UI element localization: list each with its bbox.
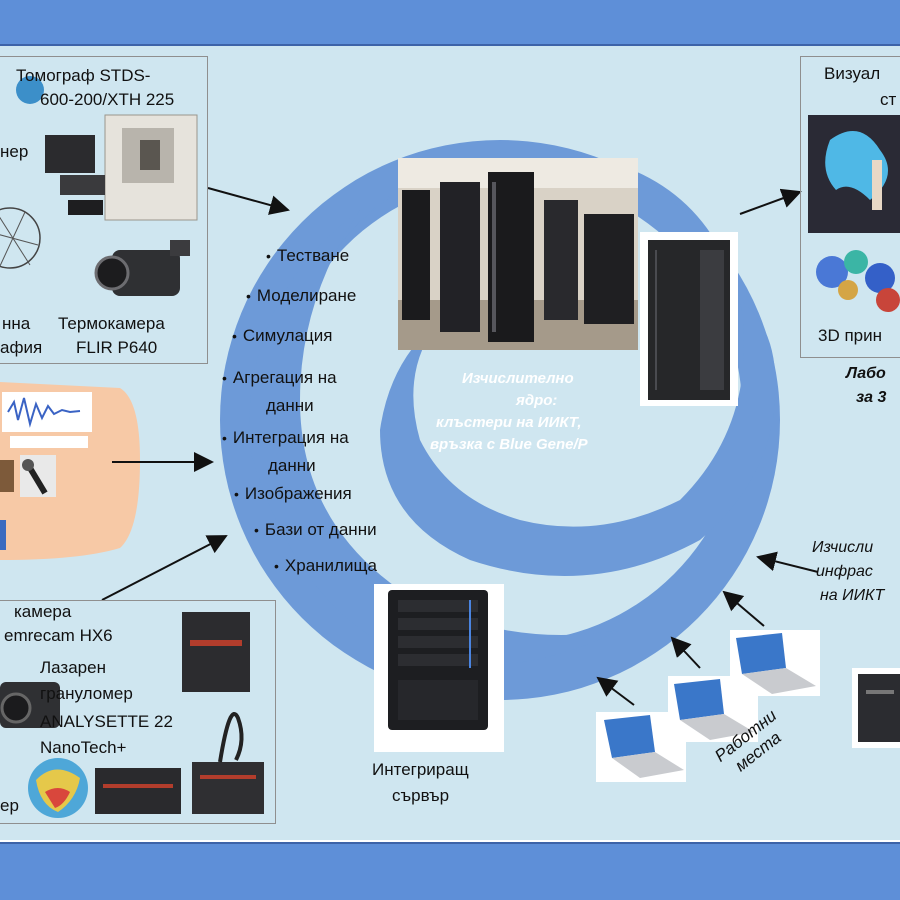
process-integration: Интеграция на <box>222 428 349 448</box>
integrating-server-label-line1: Интегриращ <box>372 760 469 779</box>
infrastructure-label-line2: инфрас <box>816 563 873 580</box>
granulometer-label-line3: ANALYSETTE 22 <box>40 712 173 731</box>
input-sources <box>0 392 92 550</box>
process-simulation: Симулация <box>232 326 333 346</box>
granulometer-label-line1: Лазарен <box>40 658 106 677</box>
camera-label-line2: emrecam HX6 <box>4 626 113 645</box>
flow-arrows <box>101 187 819 706</box>
granulometer-panel <box>0 600 276 824</box>
thermocamera-device <box>94 240 190 296</box>
meter-label: ер <box>0 796 19 815</box>
tomograph-panel <box>0 56 208 364</box>
granulometer-label-line4: NanoTech+ <box>40 738 127 757</box>
visualization-label-line1: Визуал <box>824 64 881 83</box>
tomograph-label-line2: 600-200/XTH 225 <box>40 90 175 109</box>
compute-core-line2: ядро: <box>516 392 558 409</box>
process-testing: Тестване <box>266 246 349 266</box>
process-storage: Хранилища <box>274 556 377 576</box>
process-aggregation: Агрегация на <box>222 368 337 388</box>
process-integration-cont: данни <box>268 456 316 475</box>
printer-3d-label: 3D прин <box>818 326 882 345</box>
scanner-label: нер <box>0 142 29 161</box>
cluster-rack <box>640 232 738 406</box>
lab-label-line1: Лабо <box>846 365 886 382</box>
infrastructure-label-line3: на ИИКТ <box>820 587 885 604</box>
compute-core-line1: Изчислително <box>462 370 574 387</box>
thermocamera-label-line2: FLIR P640 <box>76 338 158 357</box>
tomography-label-line2: афия <box>0 338 43 357</box>
bottom-band <box>0 842 900 900</box>
workplace-laptops <box>596 630 820 782</box>
process-images: Изображения <box>234 484 352 504</box>
granulometer-label-line2: грануломер <box>40 684 133 703</box>
process-aggregation-cont: данни <box>266 396 314 415</box>
process-databases: Бази от данни <box>254 520 377 540</box>
tomograph-devices <box>0 76 198 269</box>
tower-pc <box>852 668 900 748</box>
compute-core-line4: връзка с Blue Gene/P <box>430 436 588 453</box>
integrating-server-label-line2: сървър <box>392 786 450 805</box>
process-modeling: Моделиране <box>246 286 356 306</box>
thermocamera-label-line1: Термокамера <box>58 314 165 333</box>
lab-label-line2: за 3 <box>856 389 887 406</box>
compute-core-line3: клъстери на ИИКТ, <box>436 414 582 431</box>
integrating-server-device <box>374 584 504 752</box>
visualization-devices <box>808 115 900 312</box>
tomography-label-line1: нна <box>2 314 31 333</box>
tomograph-label-line1: Томограф STDS- <box>16 66 151 85</box>
camera-label-line1: камера <box>14 602 72 621</box>
server-room-photo <box>398 158 638 350</box>
infrastructure-label-line1: Изчисли <box>812 539 874 556</box>
top-band <box>0 0 900 46</box>
visualization-panel <box>800 56 900 358</box>
granulometer-devices <box>0 612 264 818</box>
visualization-label-line2: ст <box>880 90 897 109</box>
